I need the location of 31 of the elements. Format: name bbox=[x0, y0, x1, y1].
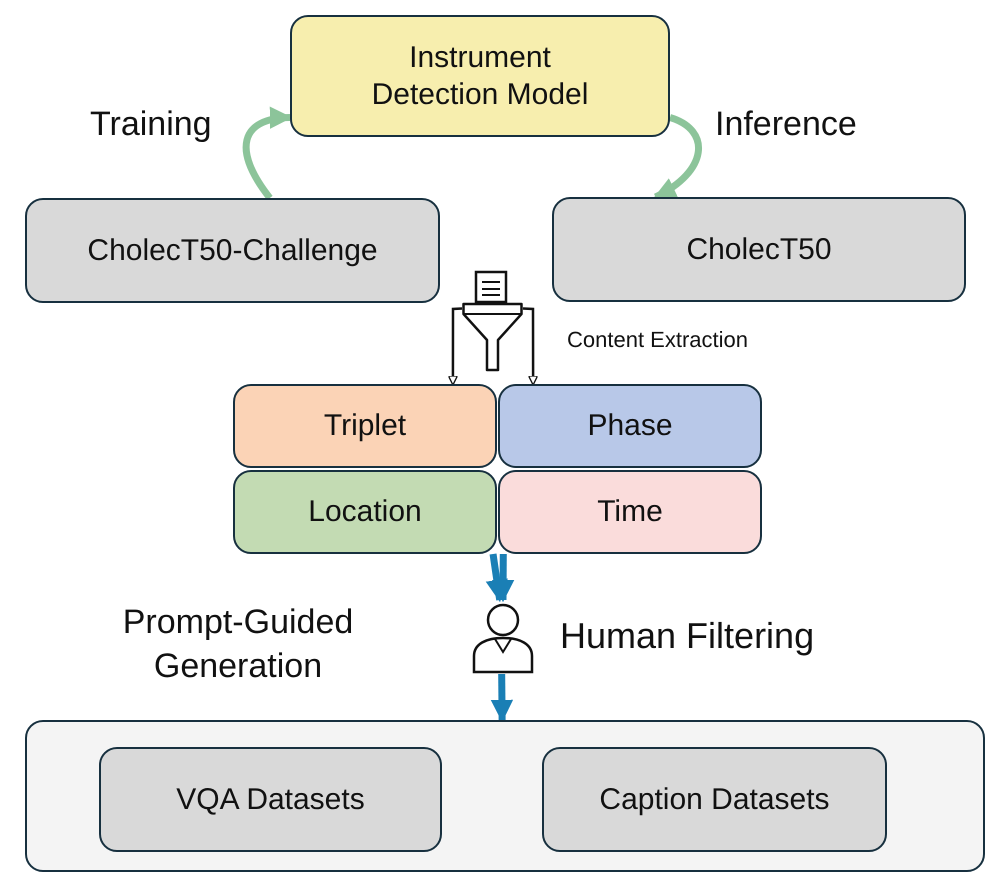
process-box bbox=[233, 384, 497, 468]
node-label: CholecT50-Challenge bbox=[87, 232, 378, 269]
process-box bbox=[498, 384, 762, 468]
caption-text: Content Extraction bbox=[567, 327, 748, 353]
node-label: Triplet bbox=[324, 408, 406, 444]
process-box bbox=[542, 747, 887, 852]
arrow bbox=[242, 108, 292, 200]
process-box bbox=[498, 470, 762, 554]
node-label: Caption Datasets bbox=[599, 782, 830, 818]
note-text: Prompt-Guided Generation bbox=[122, 602, 354, 688]
process-box bbox=[290, 15, 670, 137]
arrow bbox=[490, 674, 514, 722]
edge-label: Training bbox=[90, 105, 212, 144]
edge-label: Inference bbox=[715, 105, 857, 144]
arrow bbox=[492, 554, 514, 602]
process-box bbox=[233, 470, 497, 554]
node-label: Instrument Detection Model bbox=[370, 40, 590, 113]
caption-text: Human Filtering bbox=[560, 615, 814, 657]
arrow bbox=[522, 307, 538, 386]
node-label: Phase bbox=[587, 408, 673, 444]
process-box bbox=[25, 198, 440, 303]
group-container bbox=[25, 720, 985, 872]
node-label: VQA Datasets bbox=[176, 782, 365, 818]
process-box bbox=[99, 747, 442, 852]
arrow bbox=[486, 554, 508, 602]
arrow bbox=[448, 307, 462, 386]
node-label: CholecT50 bbox=[686, 232, 832, 268]
node-label: Location bbox=[308, 494, 422, 530]
funnel-icon bbox=[462, 268, 523, 372]
node-label: Time bbox=[597, 494, 663, 530]
process-box bbox=[552, 197, 966, 302]
